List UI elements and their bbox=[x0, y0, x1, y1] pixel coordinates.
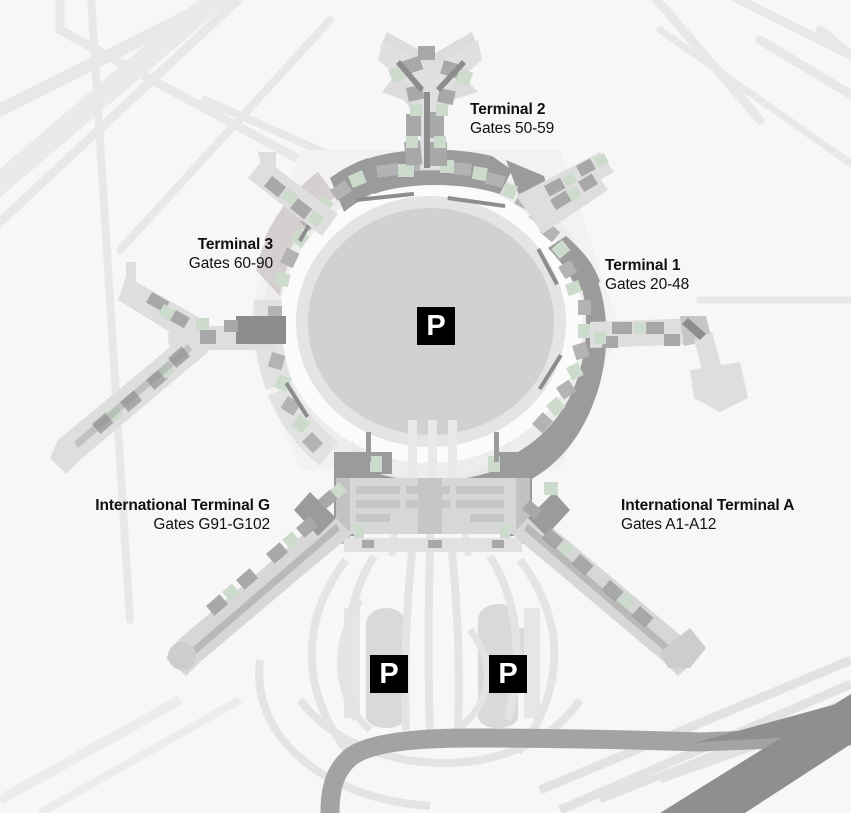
terminal-2-pier[interactable] bbox=[378, 32, 482, 170]
landside-access-roads bbox=[255, 551, 584, 810]
terminal-3-pier[interactable] bbox=[50, 262, 286, 474]
international-terminal-building[interactable] bbox=[334, 432, 532, 552]
terminal-3-north-pier[interactable] bbox=[248, 152, 338, 236]
parking-marker-central[interactable]: P bbox=[417, 307, 455, 345]
parking-marker-east-garage[interactable]: P bbox=[489, 655, 527, 693]
parking-marker-west-garage[interactable]: P bbox=[370, 655, 408, 693]
international-terminal-a-pier[interactable] bbox=[512, 482, 706, 676]
surrounding-roads bbox=[0, 0, 851, 624]
international-terminal-g-pier[interactable] bbox=[166, 482, 352, 676]
terminal-1-pier[interactable] bbox=[590, 316, 748, 412]
bottom-left-roads bbox=[0, 695, 242, 813]
major-highway bbox=[320, 694, 851, 813]
terminal-1-north-pier[interactable] bbox=[528, 170, 608, 234]
